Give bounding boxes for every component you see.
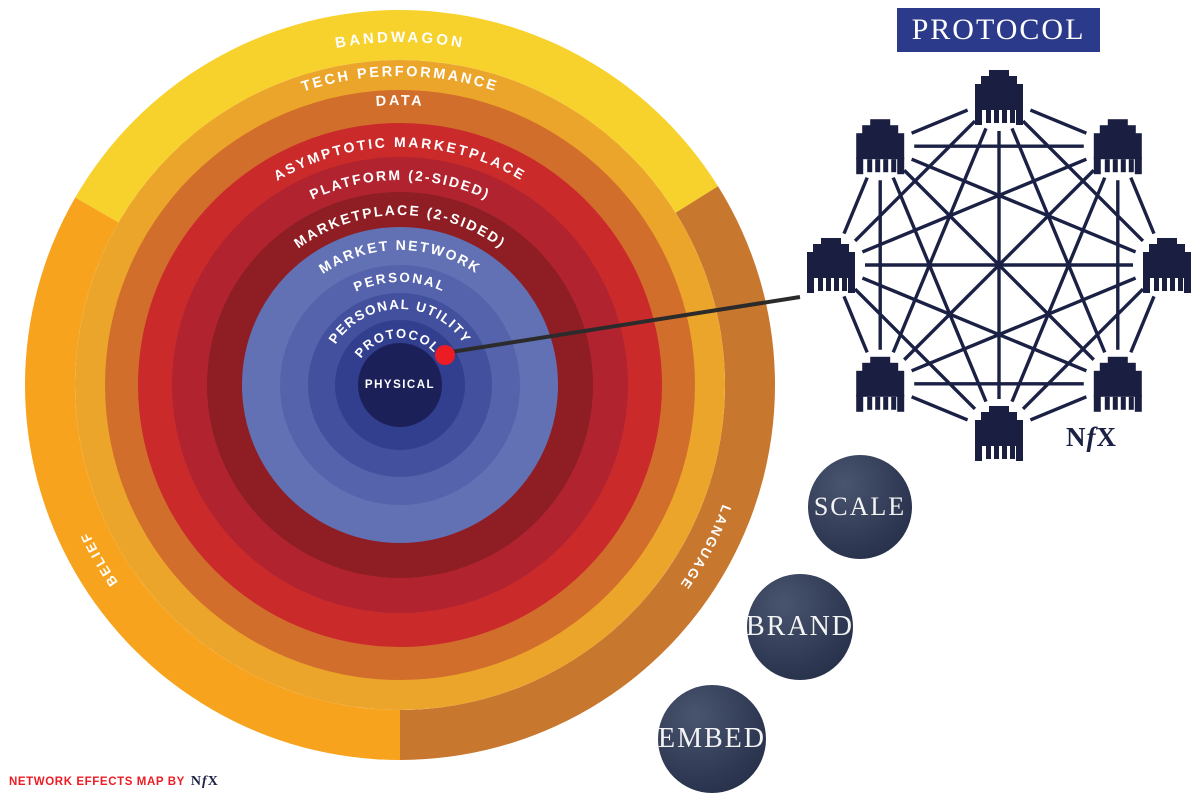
network-node-icon	[856, 119, 905, 175]
network-edge	[842, 176, 869, 235]
network-edge	[910, 395, 969, 422]
network-node-icon	[1093, 356, 1142, 412]
credit-nfx-x: X	[207, 774, 218, 789]
sphere-embed-label: EMBED	[658, 723, 766, 754]
ring-segment-belief	[24, 197, 400, 760]
network-edge	[910, 276, 1137, 373]
network-edge	[910, 108, 969, 135]
network-edge	[1029, 108, 1088, 135]
ring-label-bandwagon: BANDWAGON	[334, 29, 466, 52]
network-node-icon	[807, 238, 855, 293]
network-edge	[1010, 176, 1107, 403]
ring-label-physical: PHYSICAL	[365, 379, 435, 391]
sphere-brand-label: BRAND	[746, 611, 855, 642]
network-edge	[1010, 127, 1107, 354]
network-node-icon	[975, 70, 1023, 125]
credit-nfx-logo: NfX	[191, 774, 218, 790]
network-edge	[1129, 295, 1156, 354]
network-node-icon	[856, 356, 905, 412]
nfx-logo-n: N	[1066, 422, 1086, 452]
network-edge	[891, 127, 988, 354]
network-node-icon	[1143, 238, 1191, 293]
network-edge	[861, 157, 1088, 254]
pointer-line	[450, 295, 801, 354]
network-edge	[910, 157, 1137, 254]
ring-physical	[358, 343, 442, 427]
ring-segment-bandwagon	[75, 9, 719, 223]
nfx-logo-f: f	[1086, 422, 1096, 452]
network-edge	[842, 295, 869, 354]
credit-text: NETWORK EFFECTS MAP BY	[9, 776, 185, 788]
sphere-embed: EMBED	[658, 685, 766, 793]
credit-nfx-f: f	[202, 774, 207, 789]
network-edge	[891, 176, 988, 403]
credit-line: NETWORK EFFECTS MAP BY NfX	[9, 774, 218, 790]
sphere-scale: SCALE	[808, 455, 912, 559]
network-edge	[853, 287, 977, 411]
ring-segment-language	[400, 186, 776, 760]
nfx-logo: NfX	[1066, 422, 1116, 453]
sphere-brand: BRAND	[746, 574, 855, 680]
pointer-dot	[435, 345, 455, 365]
sphere-scale-label: SCALE	[813, 492, 907, 521]
credit-nfx-n: N	[190, 774, 202, 789]
protocol-network-graph	[807, 70, 1191, 461]
ring-label-data: DATA	[375, 93, 425, 110]
network-node-icon	[1093, 119, 1142, 175]
protocol-title-box: PROTOCOL	[897, 8, 1100, 52]
network-edge	[903, 169, 1095, 361]
network-edge	[1129, 176, 1156, 235]
network-edge	[861, 276, 1088, 373]
nfx-logo-x: X	[1096, 422, 1117, 452]
network-edge	[1029, 395, 1088, 422]
network-node-icon	[975, 406, 1023, 461]
